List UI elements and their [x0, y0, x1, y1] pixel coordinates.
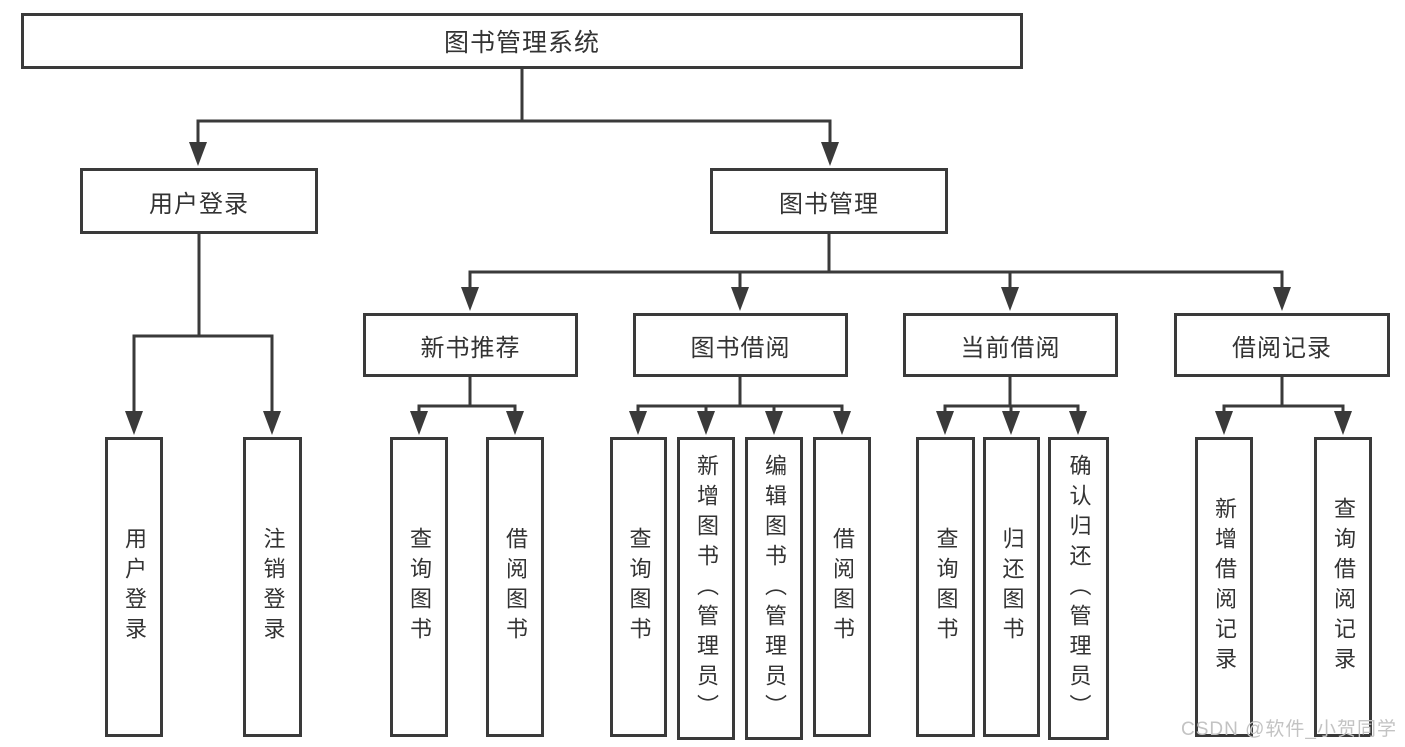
connector-book-management	[468, 231, 1284, 293]
connector-book-borrowing	[636, 375, 844, 417]
leaf-edit-books-admin: 编辑图书（管理员）	[745, 437, 803, 740]
connector-new-book-recommendation	[417, 375, 517, 417]
node-library-system: 图书管理系统	[21, 13, 1023, 69]
leaf-query-books-borrowing: 查询图书	[610, 437, 667, 737]
leaf-confirm-return-admin: 确认归还（管理员）	[1048, 437, 1109, 740]
arrowheads-root	[189, 142, 839, 166]
arrowheads-book-borrowing	[629, 411, 851, 435]
leaf-return-books: 归还图书	[983, 437, 1040, 737]
leaf-query-borrowing-record: 查询借阅记录	[1314, 437, 1372, 737]
node-book-management: 图书管理	[710, 168, 948, 234]
arrowheads-current-borrowing	[936, 411, 1087, 435]
leaf-user-login: 用户登录	[105, 437, 163, 737]
leaf-add-borrowing-record: 新增借阅记录	[1195, 437, 1253, 737]
connector-root	[196, 66, 832, 148]
node-book-borrowing: 图书借阅	[633, 313, 848, 377]
leaf-borrow-books-recommend: 借阅图书	[486, 437, 544, 737]
watermark-text: CSDN @软件_小贺同学	[1181, 719, 1397, 740]
node-new-book-recommendation: 新书推荐	[363, 313, 578, 377]
node-user-login: 用户登录	[80, 168, 318, 234]
connector-borrowing-records	[1222, 375, 1345, 417]
arrowheads-user-login	[125, 411, 281, 435]
leaf-borrow-books-borrowing: 借阅图书	[813, 437, 871, 737]
node-current-borrowing: 当前借阅	[903, 313, 1118, 377]
connector-current-borrowing	[943, 375, 1080, 417]
arrowheads-new-book-recommendation	[410, 411, 524, 435]
arrowheads-book-management	[461, 287, 1291, 311]
connector-user-login	[132, 231, 274, 417]
leaf-logout: 注销登录	[243, 437, 302, 737]
leaf-add-books-admin: 新增图书（管理员）	[677, 437, 735, 740]
leaf-query-books-recommend: 查询图书	[390, 437, 448, 737]
arrowheads-borrowing-records	[1215, 411, 1352, 435]
node-borrowing-records: 借阅记录	[1174, 313, 1390, 377]
leaf-query-books-current: 查询图书	[916, 437, 975, 737]
